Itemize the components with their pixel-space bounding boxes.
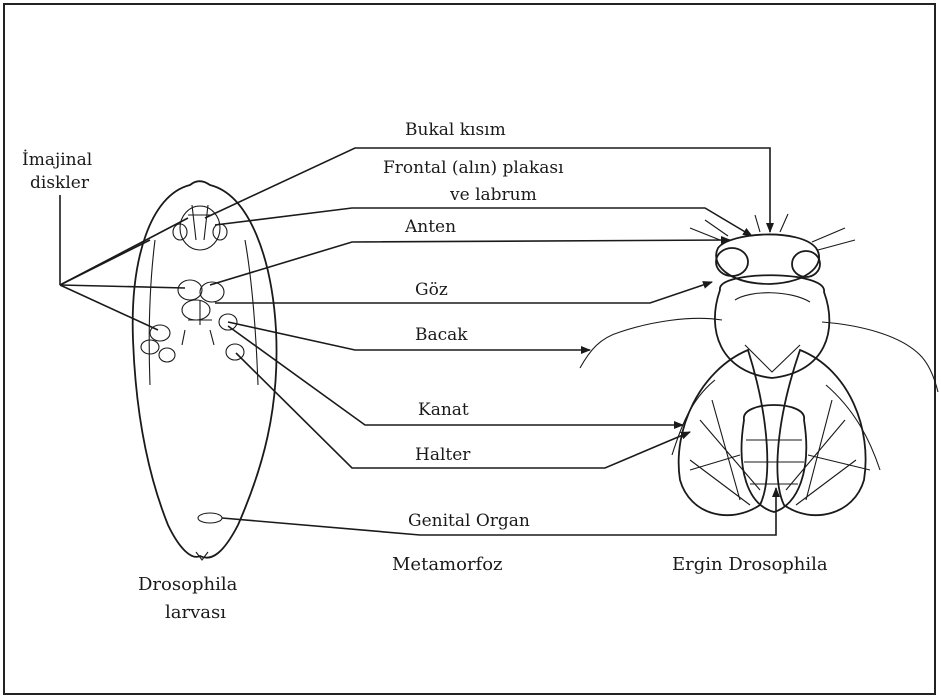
adult-fly-drawing	[580, 214, 938, 515]
label-leg: Bacak	[415, 325, 468, 345]
larva-leg-discs	[141, 314, 244, 362]
connector-imaginal-eye	[60, 285, 185, 288]
label-frontal-1: Frontal (alın) plakası	[383, 158, 564, 178]
caption-larva-2: larvası	[165, 602, 226, 623]
labels: İmajinal diskler Bukal kısım Frontal (al…	[22, 120, 564, 531]
fly-eye-right	[792, 251, 820, 277]
caption-metamorphosis: Metamorfoz	[392, 554, 503, 575]
label-wing: Kanat	[418, 400, 469, 420]
label-mouth-part: Bukal kısım	[405, 120, 506, 140]
label-imaginal-discs-2: diskler	[30, 173, 90, 193]
fly-eye-left	[716, 248, 748, 276]
connector-imaginal-side	[60, 240, 150, 285]
caption-adult: Ergin Drosophila	[672, 554, 828, 575]
fly-thorax	[715, 275, 829, 378]
label-eye: Göz	[415, 280, 448, 300]
connector-antenna	[210, 240, 730, 285]
connector-leg	[228, 322, 590, 350]
fly-abdomen	[742, 405, 807, 512]
connector-eye	[215, 282, 712, 303]
fly-wing-veins	[690, 400, 856, 505]
connector-frontal	[215, 208, 752, 236]
fly-head-bristles	[690, 214, 855, 250]
connector-imaginal-leg	[60, 285, 158, 330]
label-genital: Genital Organ	[408, 511, 530, 531]
label-antenna: Anten	[404, 217, 456, 237]
fly-abdomen-segments	[744, 440, 804, 484]
captions: Drosophila larvası Metamorfoz Ergin Dros…	[138, 554, 828, 623]
label-haltere: Halter	[415, 445, 471, 465]
larva-drawing	[133, 181, 277, 560]
fly-thorax-detail	[735, 293, 810, 372]
larva-genital-disc	[198, 513, 222, 523]
larva-trachea-left	[149, 240, 155, 385]
label-frontal-2: ve labrum	[449, 185, 537, 205]
caption-larva-1: Drosophila	[138, 574, 238, 595]
label-imaginal-discs-1: İmajinal	[22, 149, 92, 170]
